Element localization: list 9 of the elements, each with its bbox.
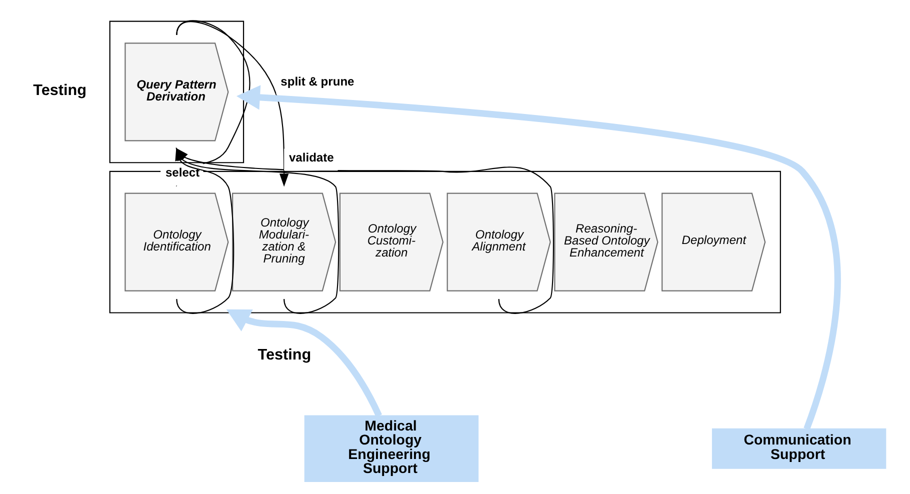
label: Testing (33, 82, 87, 99)
edge-label: split & prune (280, 74, 354, 89)
edge-label: select (165, 166, 200, 180)
edge-label: validate (288, 150, 334, 165)
node-box: Medical Ontology Engineering Support (304, 415, 479, 482)
label: Testing (258, 346, 312, 364)
node-box: Communication Support (712, 428, 886, 469)
arrow (226, 309, 382, 418)
arrow (236, 85, 841, 430)
